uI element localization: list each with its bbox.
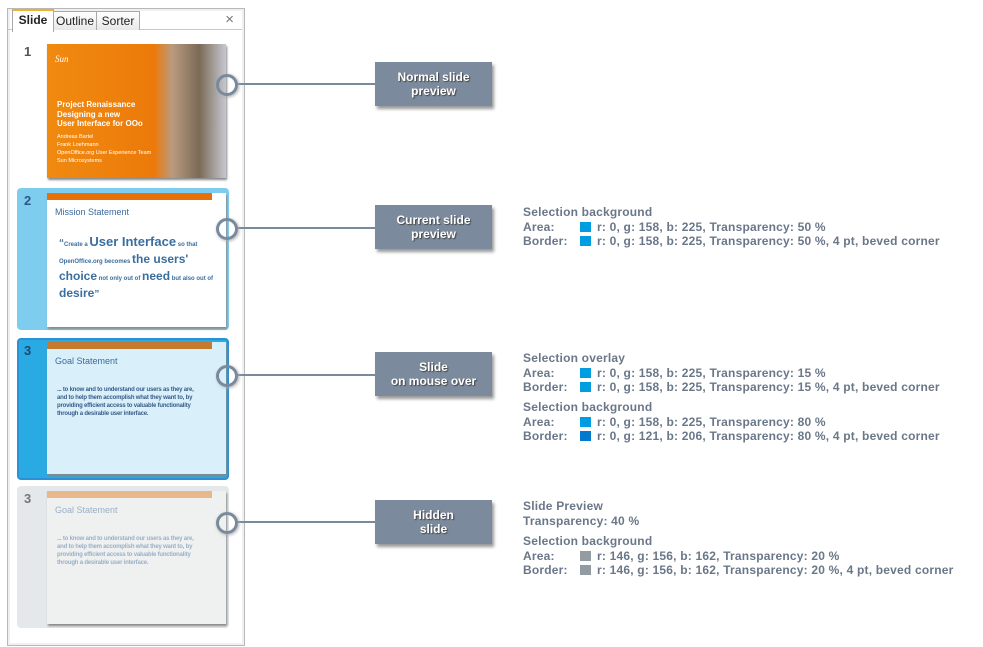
- info-hidden-bg: Selection background Area:r: 146, g: 156…: [523, 534, 954, 577]
- slide-thumbnail-hidden[interactable]: Goal Statement ... to know and to unders…: [47, 491, 226, 624]
- slide-body: ... to know and to understand our users …: [57, 536, 194, 566]
- color-swatch: [580, 382, 591, 392]
- sun-logo: Sun: [55, 54, 69, 64]
- callout-line: [236, 374, 375, 376]
- info-overbg: Selection background Area:r: 0, g: 158, …: [523, 400, 940, 443]
- callout-marker-icon: [216, 218, 238, 240]
- callout-line: [236, 227, 375, 229]
- callout-hidden: Hidden slide: [375, 500, 492, 544]
- slide-quote: “Create a User Interface so that OpenOff…: [59, 234, 214, 301]
- info-hidden-preview: Slide Preview Transparency: 40 %: [523, 499, 640, 528]
- info-current: Selection background Area:r: 0, g: 158, …: [523, 205, 940, 248]
- color-swatch: [580, 550, 591, 561]
- close-icon[interactable]: ×: [225, 11, 234, 28]
- slide-number: 1: [24, 44, 32, 59]
- callout-line: [236, 521, 375, 523]
- slide-title: Goal Statement: [55, 505, 118, 515]
- callout-line: [236, 83, 375, 85]
- color-swatch: [580, 416, 591, 427]
- callout-current: Current slide preview: [375, 205, 492, 249]
- color-swatch: [580, 367, 591, 378]
- slide-body: ... to know and to understand our users …: [57, 387, 194, 417]
- callout-marker-icon: [216, 365, 238, 387]
- callout-normal: Normal slide preview: [375, 62, 492, 106]
- pane-tabs: Slide Outline Sorter ×: [8, 9, 242, 32]
- slide-thumbnail-2[interactable]: Mission Statement “Create a User Interfa…: [47, 193, 226, 327]
- tab-sorter[interactable]: Sorter: [96, 11, 140, 30]
- slide-title: Mission Statement: [55, 207, 130, 217]
- tab-slide[interactable]: Slide: [12, 9, 54, 32]
- callout-mouseover: Slide on mouse over: [375, 352, 492, 396]
- color-swatch: [580, 236, 591, 246]
- color-swatch: [580, 565, 591, 575]
- callout-marker-icon: [216, 74, 238, 96]
- slide-number: 3: [24, 343, 32, 358]
- slide-number: 2: [24, 193, 32, 208]
- color-swatch: [580, 221, 591, 232]
- slide-thumbnail-3[interactable]: Goal Statement ... to know and to unders…: [47, 342, 226, 474]
- tab-outline[interactable]: Outline: [53, 11, 97, 30]
- color-swatch: [580, 431, 591, 441]
- slide-number: 3: [24, 491, 32, 506]
- info-overlay: Selection overlay Area:r: 0, g: 158, b: …: [523, 351, 940, 394]
- callout-marker-icon: [216, 512, 238, 534]
- slide-title: Goal Statement: [55, 356, 118, 366]
